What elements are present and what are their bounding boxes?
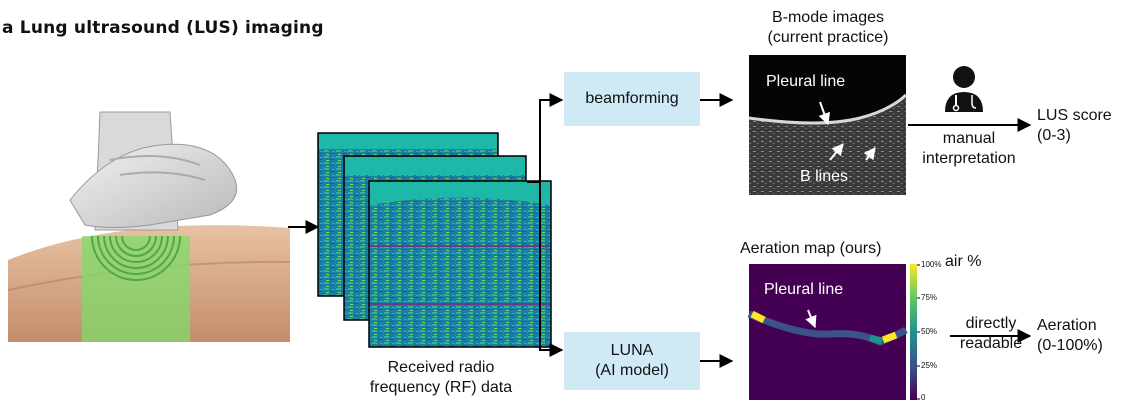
directly-label-line1: directly xyxy=(965,315,1017,332)
colorbar xyxy=(910,264,920,400)
green-overlay xyxy=(82,236,190,342)
manual-label: manual interpretation xyxy=(912,129,1026,169)
aeration-map-title: Aeration map (ours) xyxy=(740,240,882,257)
luna-box: LUNA (AI model) xyxy=(564,332,700,390)
luna-label-line2: (AI model) xyxy=(595,362,669,379)
colorbar-tick-75: 75% xyxy=(921,293,938,302)
beamforming-box: beamforming xyxy=(564,72,700,126)
branch-connector xyxy=(527,93,564,357)
probe-photo xyxy=(7,110,291,342)
bmode-title-line2: (current practice) xyxy=(767,29,889,46)
colorbar-label: air % xyxy=(945,253,982,270)
rf-data-stack xyxy=(317,132,552,348)
bmode-title-line1: B-mode images xyxy=(771,9,885,26)
lus-score-line2: (0-3) xyxy=(1037,127,1071,144)
lus-score-line1: LUS score xyxy=(1037,107,1112,124)
bmode-image xyxy=(748,55,908,195)
colorbar-tick-50: 50% xyxy=(921,327,938,336)
aeration-output-line1: Aeration xyxy=(1037,317,1097,334)
luna-label-line1: LUNA xyxy=(610,342,654,359)
manual-label-line1: manual xyxy=(942,130,996,147)
colorbar-tick-0: 0 xyxy=(921,393,926,402)
colorbar-tick-100: 100% xyxy=(921,260,942,269)
colorbar-tick-25: 25% xyxy=(921,361,938,370)
directly-label-line2: readable xyxy=(959,335,1023,352)
rf-caption: Received radio frequency (RF) data xyxy=(356,358,526,398)
figure-title: a Lung ultrasound (LUS) imaging xyxy=(2,18,324,38)
wave-rings xyxy=(91,235,181,281)
aeration-output-line2: (0-100%) xyxy=(1037,337,1103,354)
directly-label: directly readable xyxy=(954,314,1028,354)
bmode-title: B-mode images (current practice) xyxy=(738,8,918,48)
rf-caption-line2: frequency (RF) data xyxy=(369,379,513,396)
rf-frame-3 xyxy=(368,180,552,348)
bmode-pleural-label: Pleural line xyxy=(766,73,846,90)
bmode-blines-label: B lines xyxy=(800,168,849,185)
aeration-output: Aeration (0-100%) xyxy=(1037,316,1103,356)
map-pleural-label: Pleural line xyxy=(764,281,844,298)
doctor-icon xyxy=(945,66,983,112)
beamforming-label: beamforming xyxy=(585,90,679,107)
manual-label-line2: interpretation xyxy=(922,150,1016,167)
rf-caption-line1: Received radio xyxy=(387,359,495,376)
aeration-map-image xyxy=(747,264,908,400)
lus-score: LUS score (0-3) xyxy=(1037,106,1112,146)
